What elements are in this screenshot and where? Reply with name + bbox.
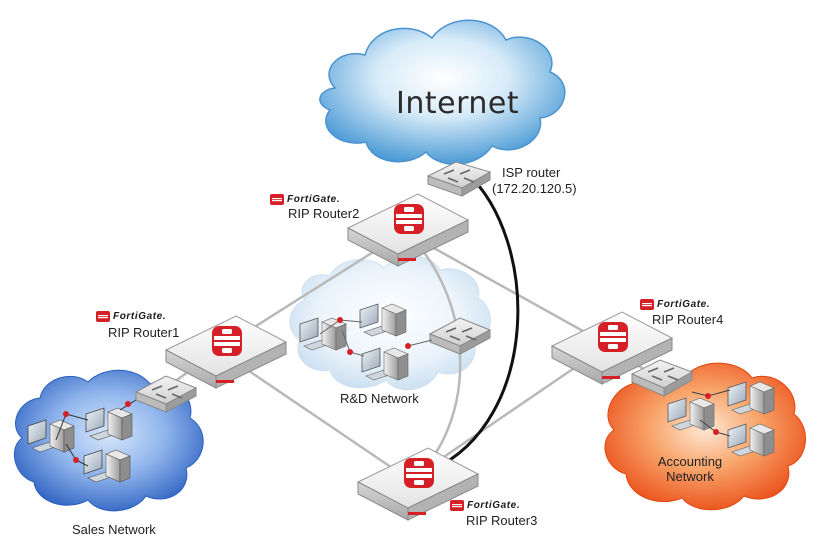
fortigate-brand-router2: FortiGate. [270,193,340,205]
fortinet-logo-icon [270,193,284,205]
sales-switch [134,375,198,413]
brand-name: FortiGate. [657,298,711,310]
internet-label: Internet [396,86,520,121]
brand-name: FortiGate. [113,310,167,322]
accounting-label-line1: Accounting [657,454,723,469]
fortigate-router-3 [356,447,480,521]
router1-label: RIP Router1 [108,325,180,340]
fortinet-logo-icon [450,499,464,511]
isp-router-address: (172.20.120.5) [492,181,577,196]
fortinet-logo-icon [640,298,654,310]
brand-name: FortiGate. [467,499,521,511]
rd-network-label: R&D Network [340,391,419,406]
router4-label: RIP Router4 [652,312,724,327]
isp-router-label: ISP router [502,165,561,180]
fortigate-brand-router1: FortiGate. [96,310,166,322]
internet-cloud [319,19,566,165]
fortigate-router-2 [346,193,470,267]
router3-label: RIP Router3 [466,513,538,528]
router2-label: RIP Router2 [288,206,360,221]
fortigate-brand-router3: FortiGate. [450,499,520,511]
workstation [359,303,407,337]
accounting-network-cloud [604,362,806,511]
fortigate-router-4 [550,311,674,385]
accounting-workstations [667,381,775,457]
fortigate-router-1 [164,315,288,389]
fortigate-brand-router4: FortiGate. [640,298,710,310]
workstation [299,317,347,351]
workstation [727,381,775,415]
rd-workstations [299,303,433,381]
accounting-network-label: Accounting Network [652,454,728,484]
workstation [83,449,131,483]
accounting-switch [630,359,694,397]
workstation [27,419,75,453]
workstation [361,347,409,381]
brand-name: FortiGate. [287,193,341,205]
rd-switch [428,317,492,355]
fortinet-logo-icon [96,310,110,322]
sales-workstations [27,399,137,483]
accounting-label-line2: Network [666,469,714,484]
isp-router-switch [426,161,492,197]
sales-network-label: Sales Network [72,522,156,537]
workstation [727,423,775,457]
workstation [85,407,133,441]
